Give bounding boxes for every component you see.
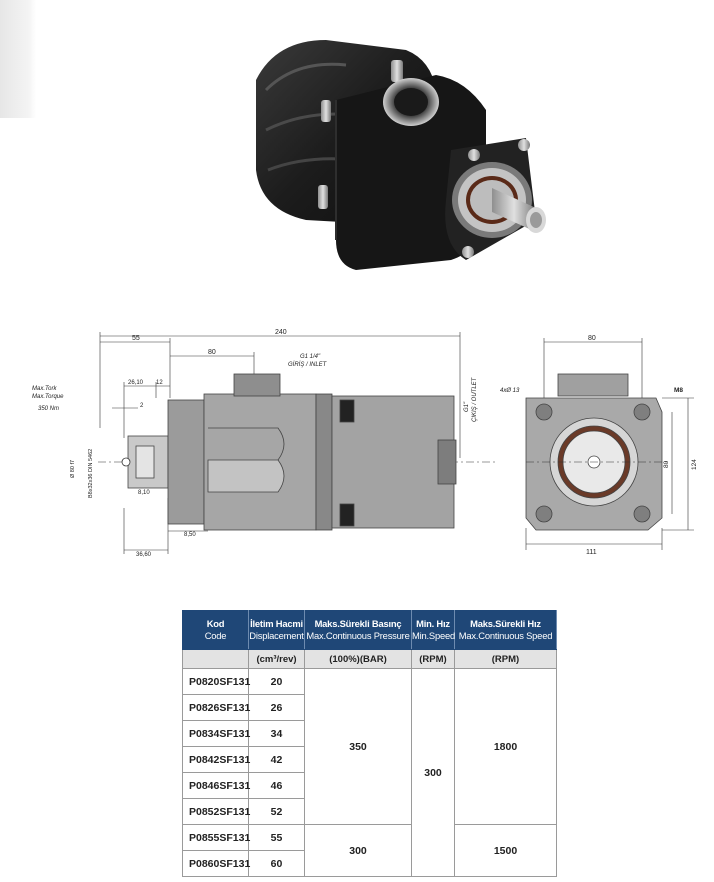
max-torque-label: Max.Torque — [32, 394, 64, 400]
row-displacement: 34 — [248, 720, 305, 747]
dim-front-width: 111 — [586, 549, 597, 556]
table-row: P0852SF131 52 — [182, 798, 557, 825]
thread-size: M8 — [674, 387, 683, 394]
row-code: P0834SF131 — [182, 720, 250, 747]
dim-flange-thickness: 8,50 — [184, 532, 196, 538]
spline-spec: B8x32x36 DIN 5462 — [88, 449, 94, 498]
unit-max-speed: (RPM) — [454, 649, 557, 669]
dim-front-inner-height: 80 — [663, 460, 670, 468]
row-code: P0855SF131 — [182, 824, 250, 851]
min-speed-value: 300 — [411, 668, 455, 877]
dim-overall-length: 240 — [275, 329, 287, 336]
row-code: P0820SF131 — [182, 668, 250, 695]
row-code: P0826SF131 — [182, 694, 250, 721]
table-row: P0860SF131 60 — [182, 850, 557, 877]
page-edge-accent — [0, 0, 36, 118]
dim-key: 8,10 — [138, 490, 150, 496]
torque-value: 350 Nm — [38, 406, 59, 412]
row-displacement: 26 — [248, 694, 305, 721]
max-tork-label: Max.Tork — [32, 386, 57, 392]
unit-pressure: (100%)(BAR) — [304, 649, 412, 669]
table-row: P0855SF131 55 300 1500 — [182, 824, 557, 877]
inlet-thread: G1 1/4" — [300, 354, 321, 360]
unit-code — [182, 649, 249, 669]
row-code: P0860SF131 — [182, 850, 250, 877]
table-units-row: (cm³/rev) (100%)(BAR) (RPM) (RPM) — [182, 649, 557, 669]
mounting-holes: 4xØ 13 — [500, 388, 520, 394]
table-row: P0846SF131 46 — [182, 772, 557, 799]
table-row: P0826SF131 26 — [182, 694, 557, 721]
row-code: P0852SF131 — [182, 798, 250, 825]
dim-spline-offset: 12 — [156, 380, 163, 386]
pilot-diameter: Ø 80 f7 — [70, 460, 76, 478]
dim-front-height: 124 — [691, 459, 698, 470]
dimension-drawing: 240 55 80 26,10 12 2 8,10 8,50 36,60 Max… — [32, 329, 698, 558]
row-code: P0842SF131 — [182, 746, 250, 773]
row-displacement: 42 — [248, 746, 305, 773]
pressure-group-2: 300 — [304, 824, 412, 877]
dim-spline-length: 26,10 — [128, 380, 144, 386]
dim-shaft-to-flange: 36,60 — [136, 552, 152, 558]
dim-inlet-position: 80 — [208, 349, 216, 356]
outlet-label: ÇIKIŞ / OUTLET — [472, 376, 478, 422]
unit-displacement: (cm³/rev) — [248, 649, 305, 669]
max-speed-group-1: 1800 — [454, 668, 557, 825]
row-displacement: 46 — [248, 772, 305, 799]
table-row: P0820SF131 20 350 300 1800 — [182, 668, 557, 877]
table-row: P0834SF131 34 — [182, 720, 557, 747]
inlet-label: GİRİŞ / INLET — [288, 361, 328, 368]
max-speed-group-2: 1500 — [454, 824, 557, 877]
pressure-group-1: 350 — [304, 668, 412, 825]
row-code: P0846SF131 — [182, 772, 250, 799]
row-displacement: 52 — [248, 798, 305, 825]
row-displacement: 55 — [248, 824, 305, 851]
technical-drawing: 240 55 80 26,10 12 2 8,10 8,50 36,60 Max… — [28, 328, 708, 560]
unit-min-speed: (RPM) — [411, 649, 455, 669]
dim-shaft-length: 55 — [132, 335, 140, 342]
row-displacement: 60 — [248, 850, 305, 877]
dim-front-bolt-spacing: 80 — [588, 335, 596, 342]
dim-step: 2 — [140, 403, 144, 409]
outlet-thread: G1" — [464, 401, 470, 412]
gear-pump-illustration — [256, 40, 546, 270]
row-displacement: 20 — [248, 668, 305, 695]
product-photo — [236, 20, 556, 280]
